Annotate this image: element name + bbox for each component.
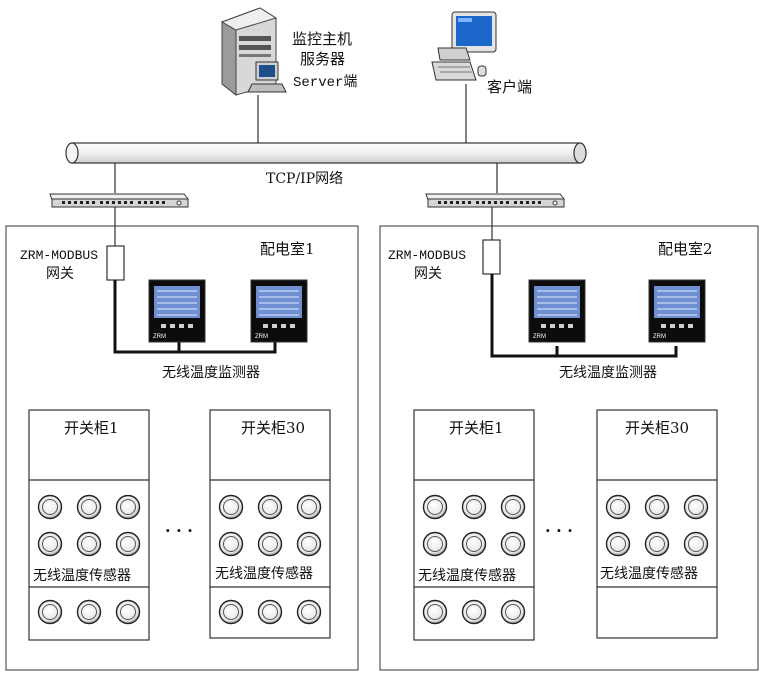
gateway-1-label-line1: ZRM-MODBUS: [20, 248, 99, 263]
wireless-sensor-icon: [115, 531, 141, 557]
wireless-sensor-icon: [37, 494, 63, 520]
wireless-sensor-icon: [218, 494, 244, 520]
sensor-label: 无线温度传感器: [600, 566, 698, 582]
wireless-sensor-icon: [115, 494, 141, 520]
temperature-monitor-device: ZRM: [648, 279, 706, 343]
wireless-sensor-icon: [644, 531, 670, 557]
wireless-sensor-icon: [500, 494, 526, 520]
room-1-title: 配电室1: [260, 240, 315, 258]
room-2-title: 配电室2: [658, 240, 713, 258]
gateway-1-label-line2: 网关: [46, 266, 74, 282]
wireless-sensor-icon: [218, 599, 244, 625]
wireless-sensor-icon: [644, 494, 670, 520]
room-2-frame: [379, 225, 759, 671]
wireless-sensor-icon: [37, 599, 63, 625]
wireless-sensor-icon: [605, 531, 631, 557]
wireless-sensor-icon: [37, 531, 63, 557]
wireless-sensor-icon: [257, 531, 283, 557]
wireless-sensor-icon: [76, 599, 102, 625]
ellipsis: · · ·: [165, 521, 193, 540]
wireless-sensor-icon: [422, 599, 448, 625]
wireless-sensor-icon: [76, 531, 102, 557]
cabinet-title: 开关柜1: [64, 419, 119, 437]
wireless-sensor-icon: [683, 531, 709, 557]
switch-cabinet: [209, 409, 331, 639]
wireless-sensor-icon: [500, 599, 526, 625]
switch-cabinet: [28, 409, 150, 641]
wireless-sensor-icon: [461, 494, 487, 520]
wireless-sensor-icon: [115, 599, 141, 625]
sensor-label: 无线温度传感器: [215, 566, 313, 582]
server-name-line1: 监控主机: [292, 30, 353, 48]
wireless-sensor-icon: [257, 494, 283, 520]
wireless-sensor-icon: [461, 599, 487, 625]
gateway-1-icon: [106, 245, 125, 281]
client-label: 客户端: [487, 78, 533, 96]
sensor-label: 无线温度传感器: [33, 568, 131, 584]
device-brand-label: ZRM: [255, 334, 268, 340]
server-name-line3: Server端: [293, 75, 358, 91]
server-icon: [220, 7, 287, 97]
wireless-sensor-icon: [257, 599, 283, 625]
monitor-wiring-2: [490, 274, 678, 358]
network-bus: [65, 142, 587, 164]
server-name-line2: 服务器: [300, 50, 346, 68]
device-brand-label: ZRM: [533, 334, 546, 340]
device-brand-label: ZRM: [153, 334, 166, 340]
monitor-1-label: 无线温度监测器: [162, 365, 260, 381]
cabinet-title: 开关柜30: [625, 419, 690, 437]
gateway-2-icon: [482, 239, 501, 275]
wireless-sensor-icon: [218, 531, 244, 557]
wireless-sensor-icon: [422, 494, 448, 520]
network-switch-1: [49, 193, 190, 208]
switch-cabinet: [596, 409, 718, 639]
wireless-sensor-icon: [461, 531, 487, 557]
wireless-sensor-icon: [296, 599, 322, 625]
temperature-monitor-device: ZRM: [148, 279, 206, 343]
network-switch-2: [425, 193, 566, 208]
monitor-2-label: 无线温度监测器: [559, 365, 657, 381]
cabinet-title: 开关柜30: [241, 419, 306, 437]
device-brand-label: ZRM: [653, 334, 666, 340]
wireless-sensor-icon: [296, 531, 322, 557]
gateway-2-label-line2: 网关: [414, 266, 442, 282]
temperature-monitor-device: ZRM: [528, 279, 586, 343]
switch-cabinet: [413, 409, 535, 641]
client-pc-icon: [431, 11, 497, 81]
wireless-sensor-icon: [500, 531, 526, 557]
wireless-sensor-icon: [296, 494, 322, 520]
temperature-monitor-device: ZRM: [250, 279, 308, 343]
gateway-2-label-line1: ZRM-MODBUS: [388, 248, 467, 263]
wireless-sensor-icon: [605, 494, 631, 520]
sensor-label: 无线温度传感器: [418, 568, 516, 584]
wireless-sensor-icon: [76, 494, 102, 520]
cabinet-title: 开关柜1: [449, 419, 504, 437]
monitor-wiring-1: [113, 280, 277, 354]
ellipsis: · · ·: [545, 521, 573, 540]
room-1-frame: [5, 225, 359, 671]
network-label: TCP/IP网络: [266, 171, 344, 187]
wireless-sensor-icon: [422, 531, 448, 557]
wireless-sensor-icon: [683, 494, 709, 520]
